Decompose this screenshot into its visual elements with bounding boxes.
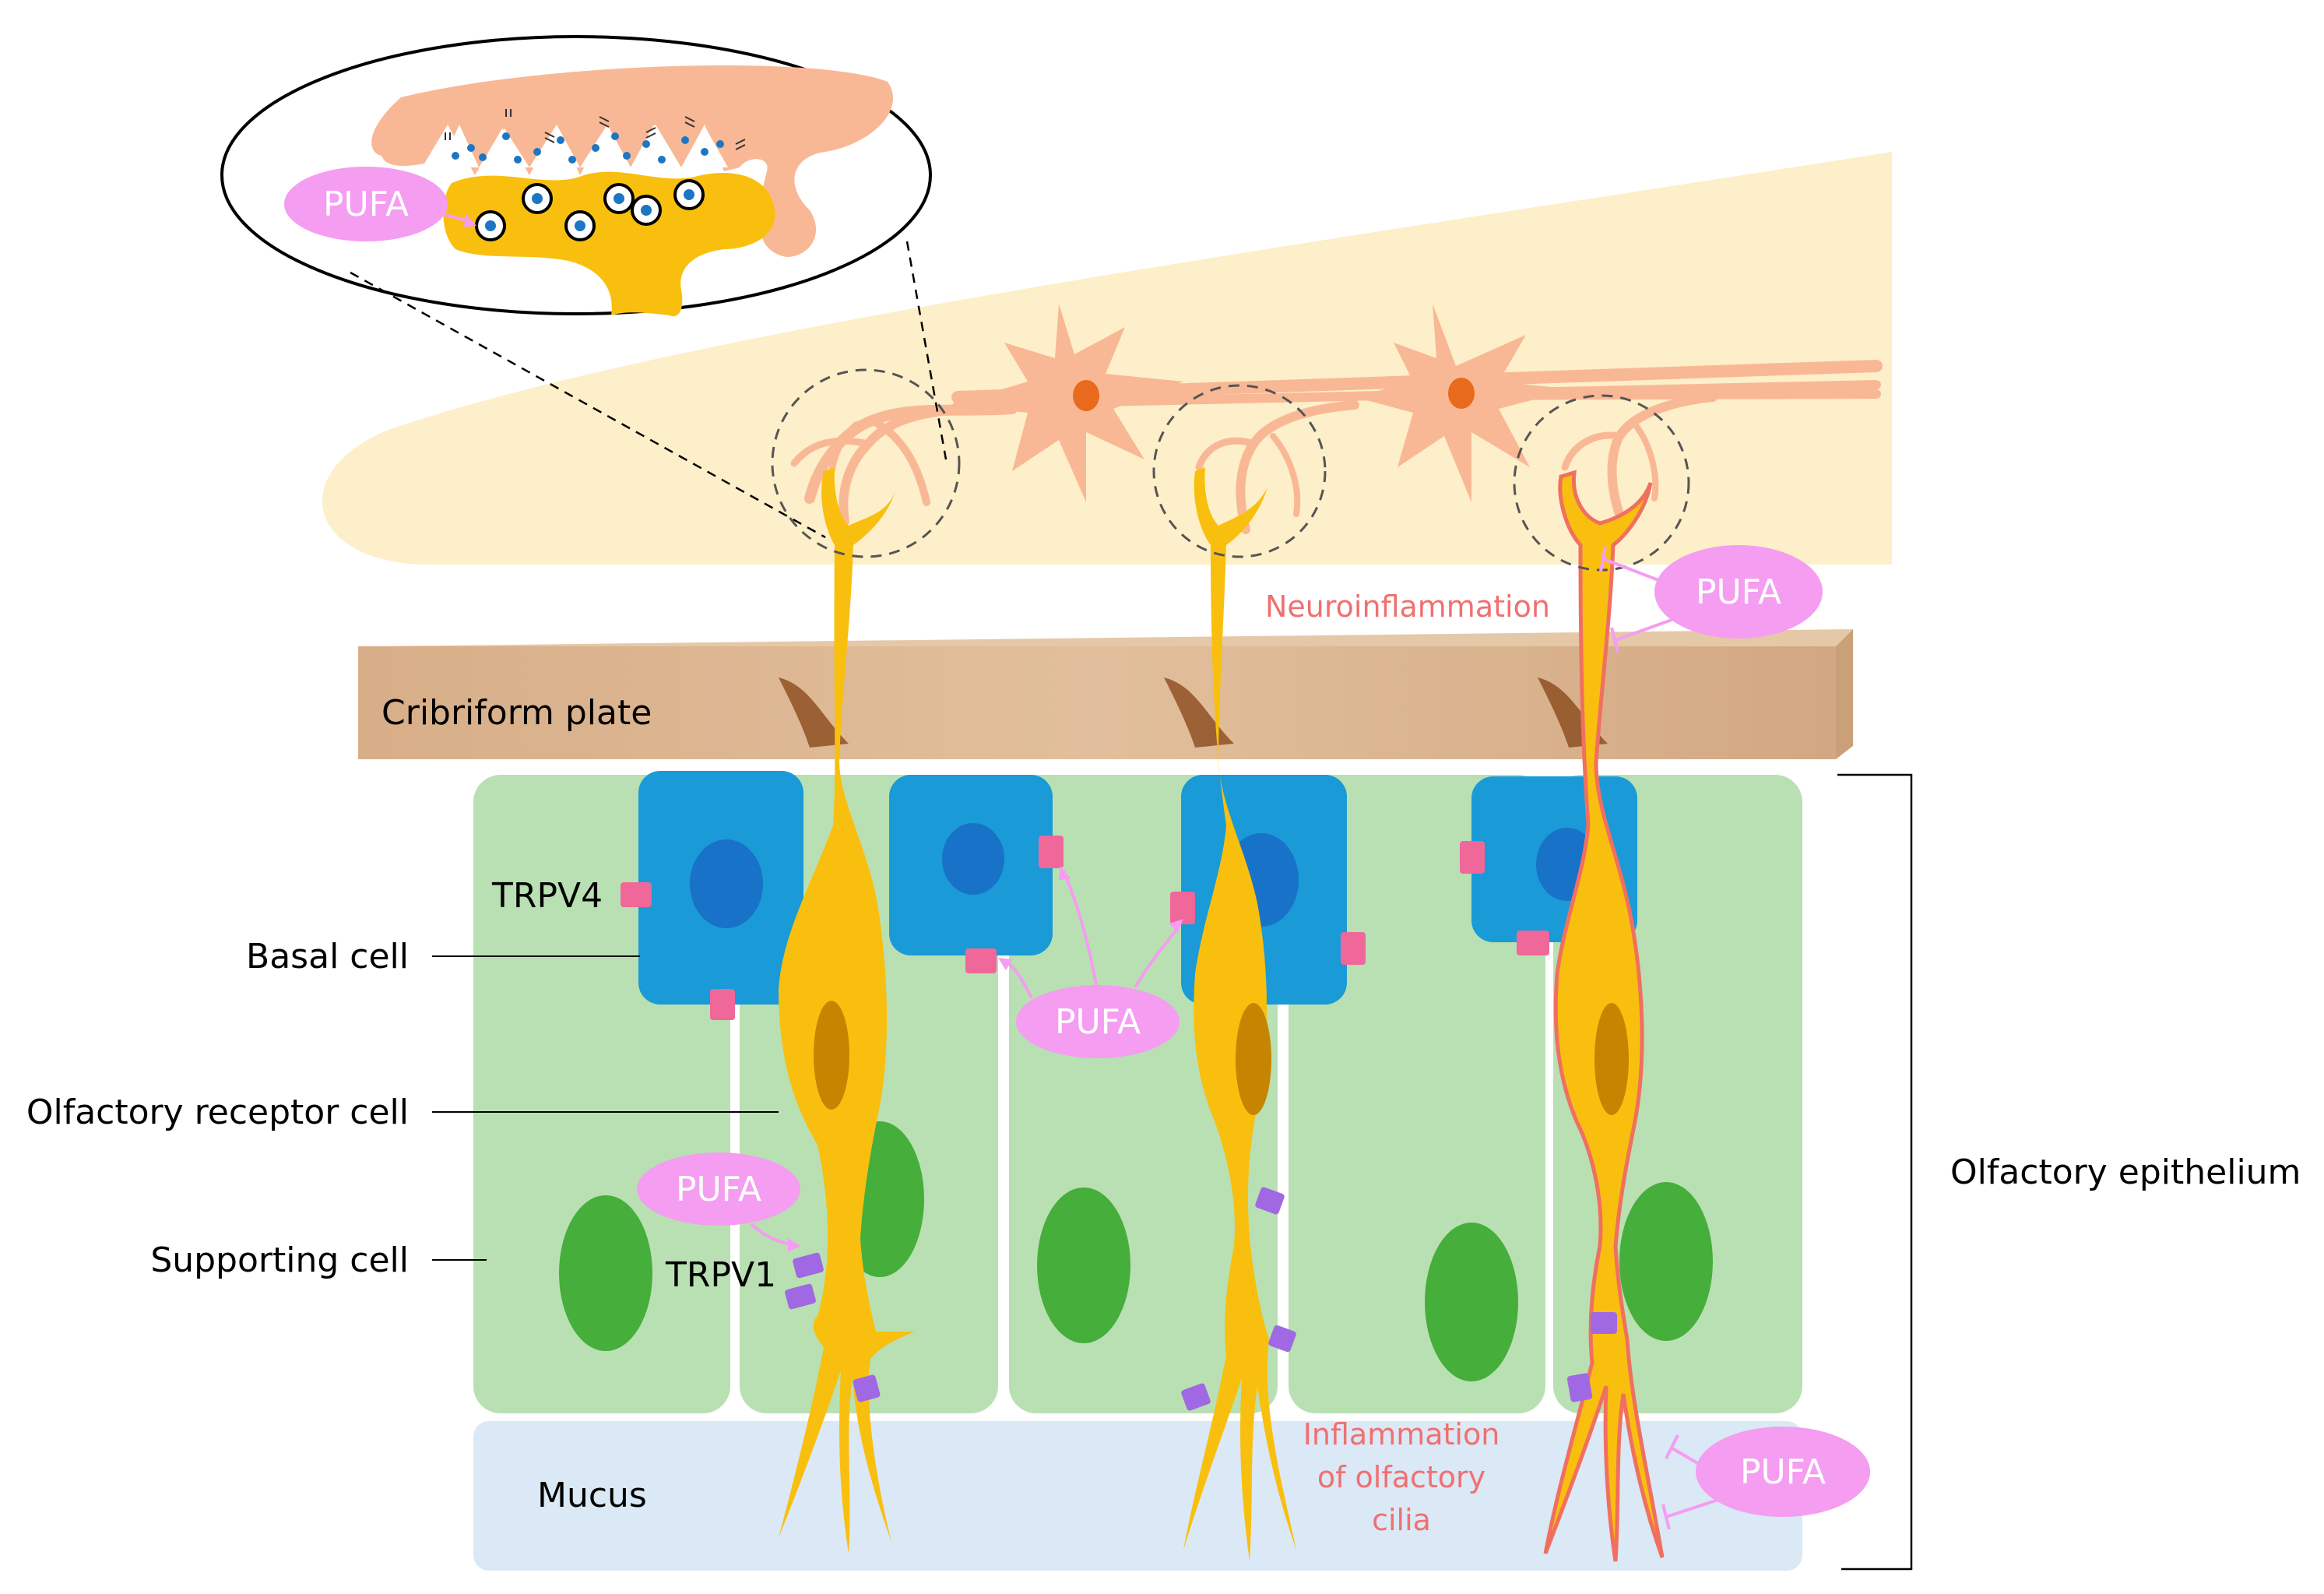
pufa-label: PUFA	[1696, 572, 1781, 612]
trpv1-channel	[1255, 1187, 1285, 1215]
cribriform-plate: Cribriform plate	[358, 629, 1853, 759]
mucus-label: Mucus	[537, 1476, 647, 1515]
olfactory-neuron-3-inflamed	[1543, 470, 1665, 1562]
epithelium-bracket	[1837, 773, 1913, 1571]
trpv1-channel	[853, 1374, 881, 1402]
basal-nucleus	[942, 823, 1004, 895]
pufa-basal-cells: PUFA	[998, 866, 1183, 1058]
neuron-nucleus	[814, 1001, 849, 1110]
cribriform-plate-label: Cribriform plate	[381, 693, 652, 733]
pufa-label: PUFA	[676, 1170, 761, 1209]
neuron-nucleus	[1236, 1003, 1271, 1115]
mitral-nucleus-2	[1448, 378, 1475, 409]
olfactory-epithelium-label: Olfactory epithelium	[1950, 1152, 2301, 1192]
olfactory-receptor-cell-label: Olfactory receptor cell	[26, 1093, 409, 1132]
mitral-cell-1	[804, 304, 1183, 517]
trpv4-channel	[710, 989, 735, 1020]
glomerular-dendrites	[790, 392, 1718, 534]
supporting-nucleus	[1425, 1223, 1518, 1381]
trpv4-label: TRPV4	[491, 876, 603, 916]
trpv1-channel	[793, 1252, 824, 1279]
neuroinflammation-label: Neuroinflammation	[1265, 589, 1550, 624]
pufa-bubble	[1696, 1427, 1870, 1517]
inset-receptors	[445, 109, 746, 150]
trpv1-channel	[785, 1283, 816, 1310]
trpv4-channel	[1460, 841, 1485, 874]
glomerulus	[1152, 384, 1327, 558]
basal-cell-label: Basal cell	[246, 937, 409, 976]
pufa-trpv1: PUFA	[637, 1152, 800, 1252]
pufa-bubble	[1654, 545, 1823, 639]
cilia-inflammation-label-1: Inflammation	[1303, 1417, 1500, 1451]
inset-vesicles	[452, 132, 724, 164]
trpv1-label: TRPV1	[665, 1255, 776, 1295]
trpv1-channel	[1566, 1373, 1593, 1402]
neuron-nucleus	[1594, 1003, 1629, 1115]
olfactory-receptor-neurons	[779, 467, 1665, 1562]
trpv1-channels	[785, 1187, 1617, 1411]
trpv4-channel	[1039, 836, 1064, 868]
supporting-nucleus	[1619, 1182, 1713, 1341]
trpv4-channels	[621, 836, 1549, 1020]
mitral-cell-2	[1355, 304, 1573, 502]
trpv1-channel	[1181, 1383, 1211, 1411]
mitral-nucleus-1	[1073, 380, 1099, 411]
olfactory-neuron-1	[779, 467, 915, 1554]
supporting-cell-label: Supporting cell	[150, 1240, 409, 1280]
pufa-bubble	[637, 1152, 800, 1226]
pufa-inset-label: PUFA	[323, 185, 409, 224]
inset-spikes	[440, 125, 728, 167]
mucus-layer	[473, 1421, 1802, 1571]
cilia-inflammation-label-2: of olfactory	[1317, 1460, 1485, 1494]
basal-nucleus	[690, 839, 763, 928]
pufa-inset-bubble	[284, 167, 448, 241]
pufa-cilia: PUFA	[1661, 1427, 1870, 1530]
pufa-bubble	[1016, 985, 1180, 1058]
trpv4-channel	[621, 882, 652, 907]
cilia-inflammation-label-3: cilia	[1372, 1503, 1431, 1537]
supporting-nucleus	[559, 1195, 652, 1351]
trpv4-channel	[1170, 892, 1195, 924]
pufa-neuroinflammation: PUFA	[1599, 545, 1823, 653]
supporting-nucleus	[1037, 1188, 1130, 1343]
trpv4-channel	[1517, 931, 1549, 955]
glomerulus	[771, 368, 961, 558]
pufa-label: PUFA	[1740, 1452, 1826, 1492]
pufa-label: PUFA	[1055, 1002, 1141, 1042]
olfactory-neuron-2	[1183, 467, 1296, 1561]
inset-connector-left	[350, 271, 826, 539]
trpv4-channel	[1341, 932, 1366, 965]
trpv4-channel	[965, 948, 997, 973]
trpv1-channel	[1591, 1312, 1617, 1334]
trpv1-channel	[1268, 1325, 1296, 1353]
inset-connector-right	[905, 241, 948, 460]
synapse-inset: PUFA	[220, 35, 948, 539]
